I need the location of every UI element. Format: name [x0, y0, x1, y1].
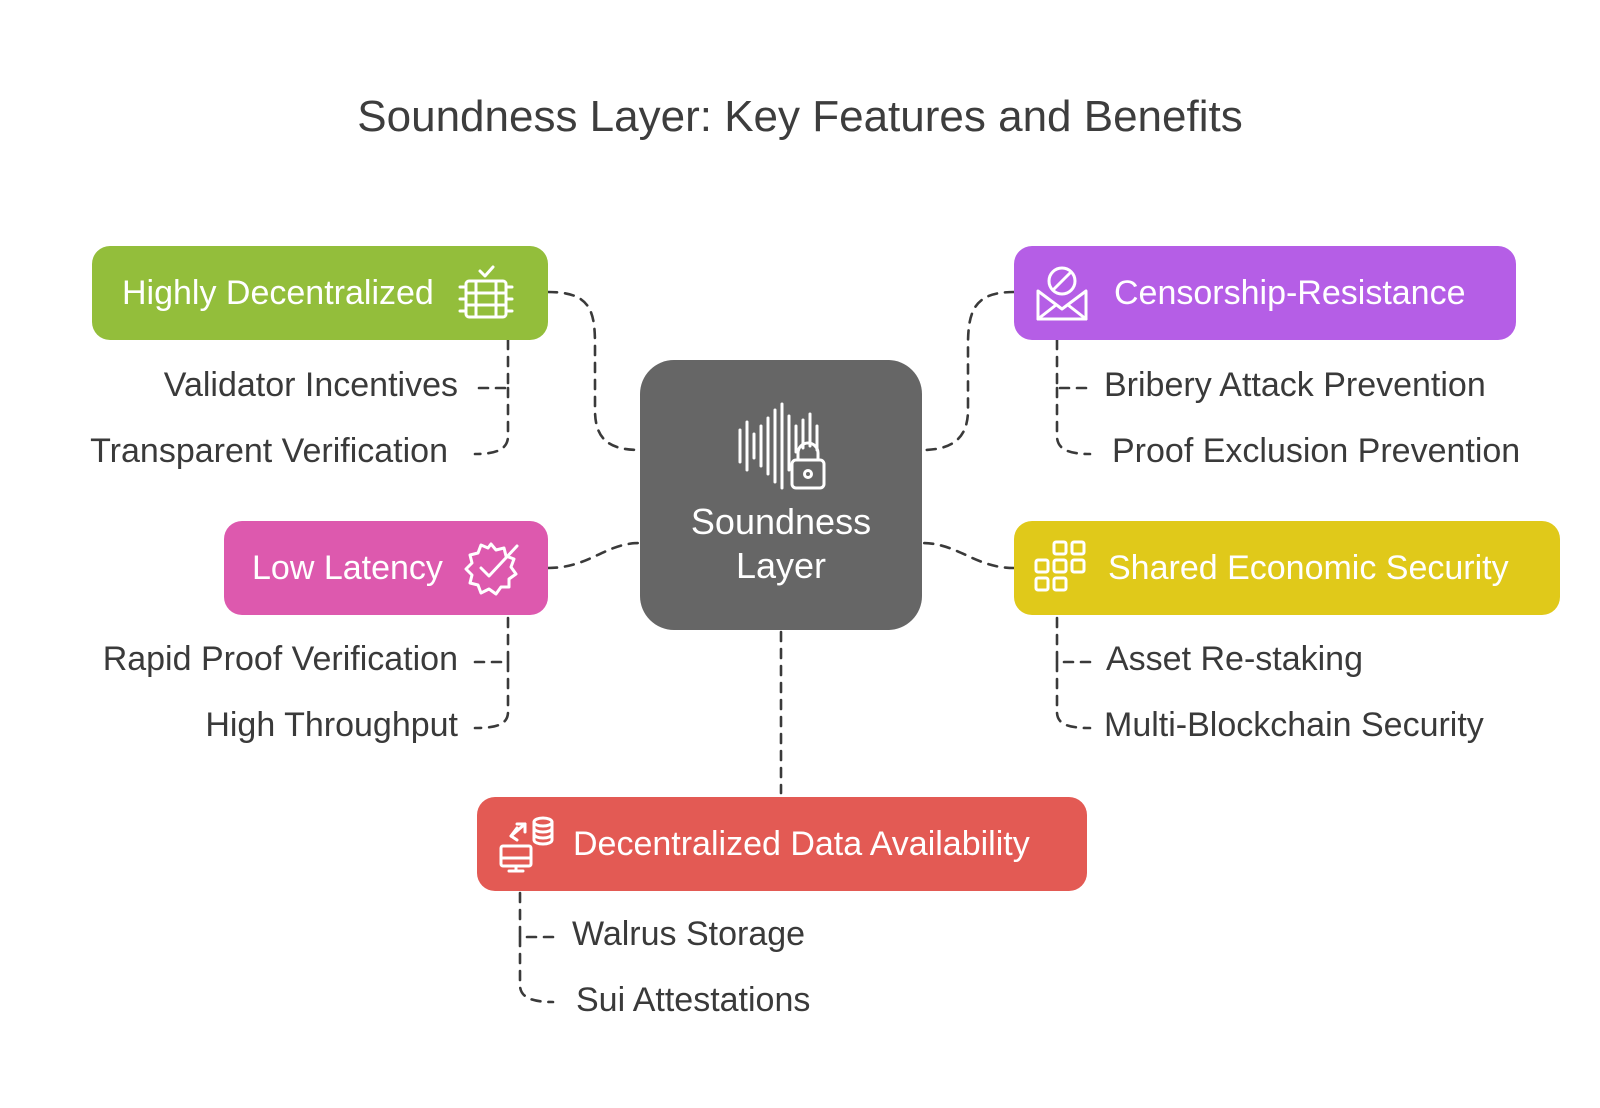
blocks-grid-icon: [1034, 540, 1086, 592]
soundwave-lock-icon: [738, 402, 826, 490]
subitem-asset-restaking: Asset Re-staking: [1106, 640, 1363, 678]
subitem-walrus-storage: Walrus Storage: [572, 915, 806, 953]
connector-high-throughput: [473, 660, 510, 730]
subitem-validator-incentives: Validator Incentives: [163, 366, 458, 404]
server-stack-check-icon: [458, 265, 514, 319]
node-label-shared-economic-security: Shared Economic Security: [1108, 548, 1509, 587]
connector-sui-attestations: [518, 935, 555, 1004]
connector-validator-incentives: [473, 338, 510, 390]
connector-proof-exclusion: [1055, 386, 1092, 456]
center-node: Soundness Layer: [640, 360, 922, 630]
blocked-mail-icon: [1036, 266, 1088, 321]
connector-shared-economic-security: [920, 541, 1016, 570]
subitem-rapid-proof-verification: Rapid Proof Verification: [102, 640, 458, 678]
node-label-censorship-resistance: Censorship-Resistance: [1114, 273, 1466, 312]
database-transfer-icon: [499, 816, 554, 873]
node-decentralized-data-availability: Decentralized Data Availability: [477, 797, 1087, 891]
connector-bribery-prevention: [1055, 338, 1092, 390]
gear-check-icon: [464, 542, 519, 596]
node-censorship-resistance: Censorship-Resistance: [1014, 246, 1516, 340]
connector-asset-restaking: [1055, 616, 1092, 664]
node-low-latency: Low Latency: [224, 521, 548, 615]
subitem-sui-attestations: Sui Attestations: [576, 981, 811, 1019]
subitem-multi-blockchain-security: Multi-Blockchain Security: [1104, 706, 1484, 744]
center-label-line1: Soundness: [690, 501, 872, 542]
center-label-line2: Layer: [735, 545, 827, 586]
subitem-proof-exclusion-prevention: Proof Exclusion Prevention: [1112, 432, 1521, 470]
subitem-bribery-attack-prevention: Bribery Attack Prevention: [1104, 366, 1486, 404]
connector-transparent-verification: [473, 386, 510, 456]
connector-censorship-resistance: [920, 290, 1016, 452]
subitem-transparent-verification: Transparent Verification: [90, 432, 448, 470]
connector-multi-blockchain: [1055, 660, 1092, 730]
node-label-low-latency: Low Latency: [252, 548, 443, 587]
subitem-high-throughput: High Throughput: [205, 706, 458, 744]
connector-low-latency: [546, 541, 642, 570]
diagram-title: Soundness Layer: Key Features and Benefi…: [357, 92, 1243, 141]
connector-walrus-storage: [518, 891, 555, 939]
connector-highly-decentralized: [546, 290, 642, 452]
center-node-label: Soundness Layer: [640, 500, 922, 588]
node-highly-decentralized: Highly Decentralized: [92, 246, 548, 340]
node-label-decentralized-data-availability: Decentralized Data Availability: [573, 824, 1030, 863]
connector-rapid-proof: [473, 616, 510, 664]
node-shared-economic-security: Shared Economic Security: [1014, 521, 1560, 615]
node-label-highly-decentralized: Highly Decentralized: [122, 273, 434, 312]
